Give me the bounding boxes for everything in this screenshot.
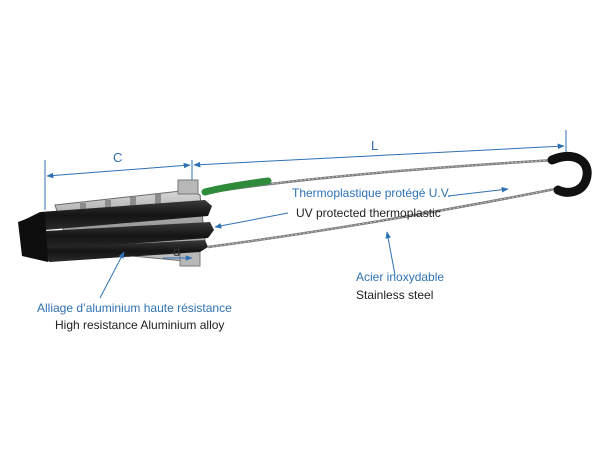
dimension-c-label: C	[113, 150, 123, 165]
steel-arrow	[385, 231, 396, 276]
thermoplastic-arrow	[214, 212, 289, 229]
thermoplastic-label-fr: Thermoplastique protégé U.V.	[292, 186, 451, 200]
steel-label-fr: Acier inoxydable	[356, 270, 445, 284]
thimble	[547, 151, 592, 197]
alloy-label-en: High resistance Aluminium alloy	[55, 318, 225, 332]
dimension-d-label: d	[173, 244, 181, 259]
alloy-arrow	[99, 251, 125, 299]
thermoplastic-arrow-right	[447, 186, 509, 197]
thermoplastic-label-en: UV protected thermoplastic	[296, 206, 441, 220]
steel-label-en: Stainless steel	[356, 288, 434, 302]
alloy-label-fr: Alliage d’aluminium haute résistance	[37, 301, 232, 315]
stainless-steel-cable	[204, 158, 561, 249]
uv-thermoplastic-sleeve	[201, 177, 272, 196]
dimension-l-label: L	[371, 138, 379, 153]
thermoplastic-wedges	[18, 200, 214, 262]
dimension-l	[193, 130, 567, 168]
